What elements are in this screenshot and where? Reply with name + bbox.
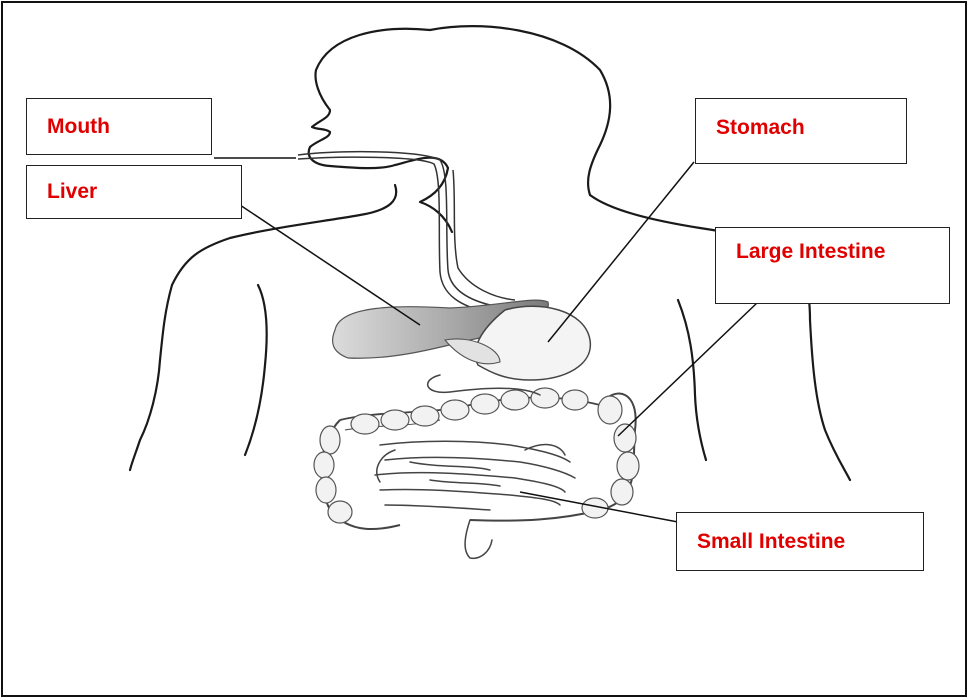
small-intestine-label: Small Intestine <box>697 530 845 554</box>
large-intestine-label-box: Large Intestine <box>715 227 950 304</box>
mouth-label-box: Mouth <box>26 98 212 155</box>
stomach-label-box: Stomach <box>695 98 907 164</box>
large-intestine-label: Large Intestine <box>736 240 885 264</box>
small-intestine-label-box: Small Intestine <box>676 512 924 571</box>
liver-label: Liver <box>47 180 97 204</box>
mouth-label: Mouth <box>47 115 110 139</box>
liver-label-box: Liver <box>26 165 242 219</box>
stomach-label: Stomach <box>716 116 805 140</box>
